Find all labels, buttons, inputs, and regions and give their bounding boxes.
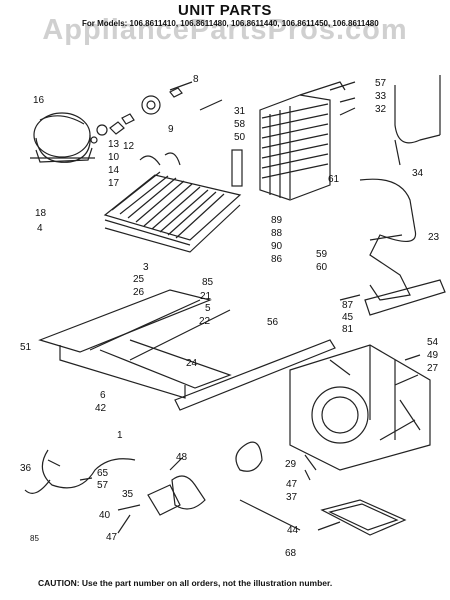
callout-37: 37 xyxy=(286,492,298,503)
callout-40: 40 xyxy=(99,510,111,521)
callout-47: 47 xyxy=(286,479,298,490)
callout-1: 1 xyxy=(117,430,123,441)
callout-13: 13 xyxy=(108,139,120,150)
callout-57: 57 xyxy=(375,78,387,89)
caution-note: CAUTION: Use the part number on all orde… xyxy=(38,578,333,588)
callout-56: 56 xyxy=(267,317,279,328)
callout-58: 58 xyxy=(234,119,246,130)
callout-31: 31 xyxy=(234,106,246,117)
callout-12: 12 xyxy=(123,141,135,152)
callout-87: 87 xyxy=(342,300,354,311)
callout-6: 6 xyxy=(100,390,106,401)
callout-24: 24 xyxy=(186,358,198,369)
callout-4: 4 xyxy=(37,223,43,234)
callout-59: 59 xyxy=(316,249,328,260)
condenser-coil-drawing xyxy=(103,152,242,253)
callout-86: 86 xyxy=(271,254,283,265)
callout-89: 89 xyxy=(271,215,283,226)
page-title: UNIT PARTS xyxy=(178,2,272,19)
callout-42: 42 xyxy=(95,403,107,414)
callout-54: 54 xyxy=(427,337,439,348)
callout-3: 3 xyxy=(143,262,149,273)
callout-35: 35 xyxy=(122,489,134,500)
callout-labels: 8 57 33 32 16 9 31 58 50 13 10 14 17 12 … xyxy=(20,74,440,559)
callout-16: 16 xyxy=(33,95,45,106)
callout-17: 17 xyxy=(108,178,120,189)
page-code: 85 xyxy=(30,534,39,543)
callout-29: 29 xyxy=(285,459,297,470)
compressor-drawing xyxy=(30,112,108,163)
callout-25: 25 xyxy=(133,274,145,285)
callout-45: 45 xyxy=(342,312,354,323)
callout-34: 34 xyxy=(412,168,424,179)
callout-10: 10 xyxy=(108,152,120,163)
callout-23: 23 xyxy=(428,232,440,243)
callout-65: 65 xyxy=(97,468,109,479)
callout-26: 26 xyxy=(133,287,145,298)
callout-27: 27 xyxy=(427,363,439,374)
callout-18: 18 xyxy=(35,208,47,219)
callout-90: 90 xyxy=(271,241,283,252)
callout-32: 32 xyxy=(375,104,387,115)
callout-33: 33 xyxy=(375,91,387,102)
callout-48: 48 xyxy=(176,452,188,463)
callout-21: 21 xyxy=(200,291,212,302)
callout-5: 5 xyxy=(205,303,211,314)
callout-68: 68 xyxy=(285,548,297,559)
callout-9: 9 xyxy=(168,124,174,135)
model-list: For Models: 106.8611410, 106.8611480, 10… xyxy=(82,19,379,28)
fan-shroud-drawing xyxy=(289,279,446,471)
callout-8: 8 xyxy=(193,74,199,85)
callout-22: 22 xyxy=(199,316,211,327)
callout-44: 44 xyxy=(287,525,299,536)
callout-57: 57 xyxy=(97,480,109,491)
callout-61: 61 xyxy=(328,174,340,185)
evaporator-coil-drawing xyxy=(231,81,346,201)
callout-85: 85 xyxy=(202,277,214,288)
callout-81: 81 xyxy=(342,324,354,335)
callout-36: 36 xyxy=(20,463,32,474)
callout-50: 50 xyxy=(234,132,246,143)
callout-60: 60 xyxy=(316,262,328,273)
callout-14: 14 xyxy=(108,165,120,176)
callout-51: 51 xyxy=(20,342,32,353)
callout-88: 88 xyxy=(271,228,283,239)
callout-47: 47 xyxy=(106,532,118,543)
callout-49: 49 xyxy=(427,350,439,361)
base-frame-drawing xyxy=(38,289,336,411)
